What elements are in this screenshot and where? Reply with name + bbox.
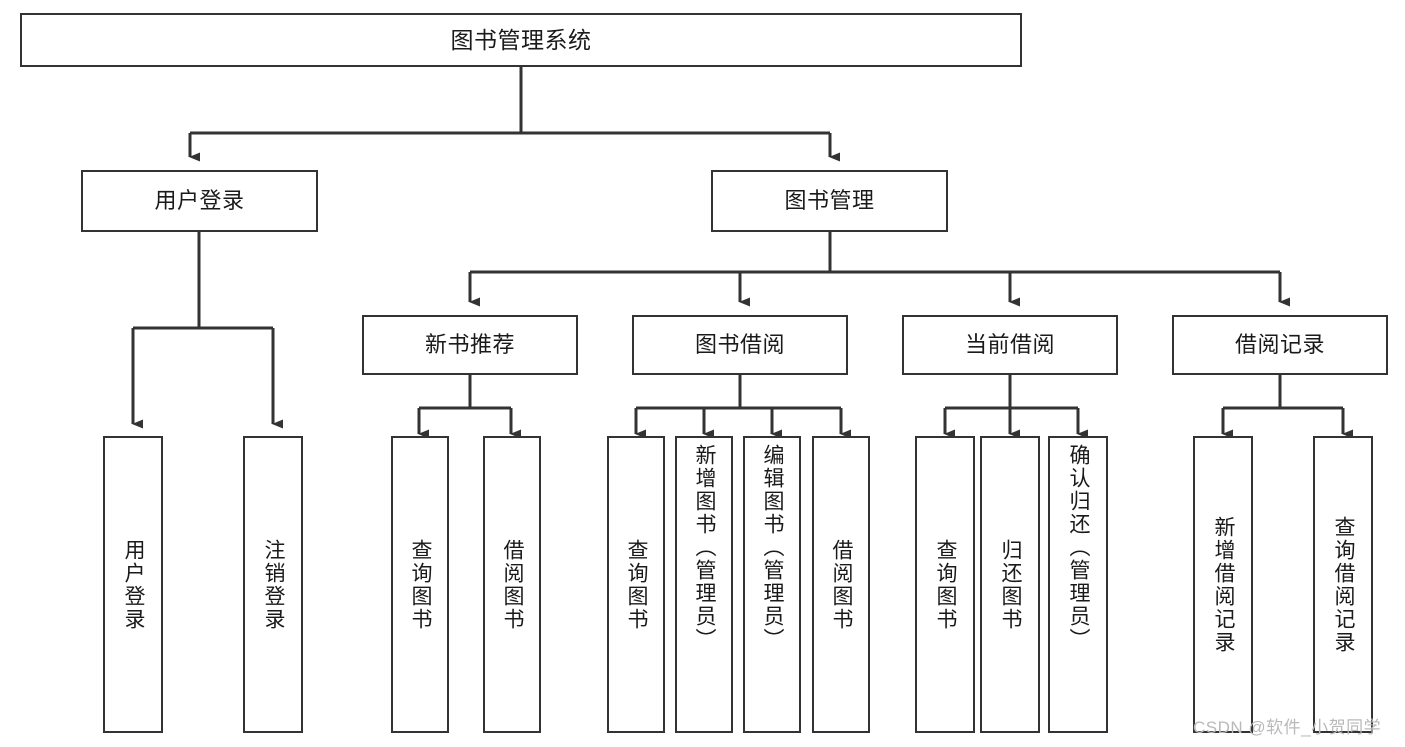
node-label: 查询图书	[934, 538, 958, 631]
leaf-logout[interactable]: 注销登录	[243, 436, 303, 733]
node-current-borrowing[interactable]: 当前借阅	[902, 315, 1118, 375]
node-new-book-recommendation[interactable]: 新书推荐	[362, 315, 578, 375]
node-label: 当前借阅	[964, 332, 1055, 358]
node-user-login[interactable]: 用户登录	[81, 170, 318, 232]
node-label: 用户登录	[122, 538, 146, 631]
leaf-current-query-books[interactable]: 查询图书	[915, 436, 975, 733]
node-label: 借阅记录	[1234, 332, 1325, 358]
leaf-user-login[interactable]: 用户登录	[103, 436, 163, 733]
node-label: 查询图书	[625, 538, 649, 631]
node-borrowing-records[interactable]: 借阅记录	[1172, 315, 1388, 375]
leaf-newbook-query-books[interactable]: 查询图书	[391, 436, 449, 733]
leaf-current-return-books[interactable]: 归还图书	[980, 436, 1040, 733]
node-label: 借阅图书	[830, 538, 854, 631]
node-book-management[interactable]: 图书管理	[711, 170, 948, 232]
leaf-borrow-borrow-books[interactable]: 借阅图书	[812, 436, 870, 733]
leaf-borrow-edit-book-admin[interactable]: 编辑图书（管理员）	[743, 436, 801, 733]
node-label: 图书借阅	[694, 332, 785, 358]
leaf-newbook-borrow-books[interactable]: 借阅图书	[483, 436, 541, 733]
node-label: 借阅图书	[501, 538, 525, 631]
leaf-borrow-add-book-admin[interactable]: 新增图书（管理员）	[675, 436, 733, 733]
node-label: 新增图书（管理员）	[693, 444, 717, 651]
leaf-borrow-query-books[interactable]: 查询图书	[607, 436, 665, 733]
node-label: 新书推荐	[424, 332, 515, 358]
leaf-current-confirm-return-admin[interactable]: 确认归还（管理员）	[1048, 436, 1108, 733]
node-label: 新增借阅记录	[1212, 515, 1236, 654]
node-label: 归还图书	[999, 538, 1023, 631]
leaf-records-query-record[interactable]: 查询借阅记录	[1313, 436, 1373, 733]
node-label: 用户登录	[154, 188, 245, 214]
node-label: 编辑图书（管理员）	[761, 444, 785, 651]
node-label: 查询借阅记录	[1332, 515, 1356, 654]
node-label: 图书管理	[784, 188, 875, 214]
leaf-records-add-record[interactable]: 新增借阅记录	[1193, 436, 1253, 733]
node-label: 查询图书	[409, 538, 433, 631]
node-book-borrowing[interactable]: 图书借阅	[632, 315, 848, 375]
node-label: 注销登录	[262, 538, 286, 631]
node-label: 确认归还（管理员）	[1067, 444, 1091, 651]
node-label: 图书管理系统	[450, 26, 592, 53]
node-root-book-management-system[interactable]: 图书管理系统	[20, 13, 1022, 67]
